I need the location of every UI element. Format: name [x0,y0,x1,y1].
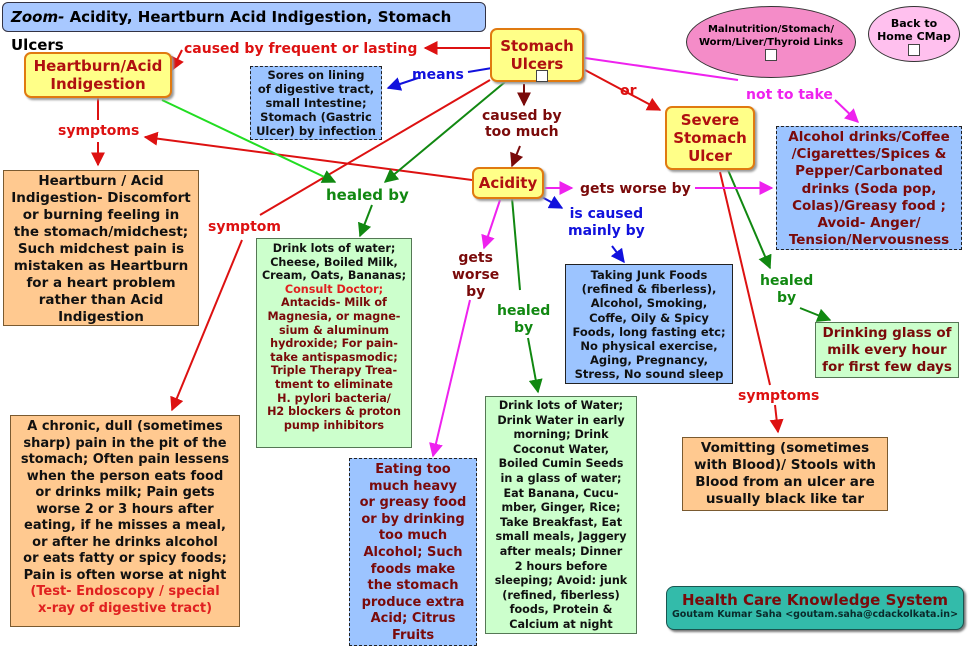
zoom-label: Zoom- [11,8,65,26]
label-means: means [412,67,464,83]
label-symptoms-left: symptoms [58,123,140,139]
label-caused-by-frequent: caused by frequent or lasting [184,41,418,57]
node-vomit[interactable]: Vomitting (sometimes with Blood)/ Stools… [682,437,888,511]
label-healed-by-severe: healed by [760,273,814,306]
back-home-label: Back to Home CMap [877,17,951,43]
label-symptom: symptom [208,219,281,235]
node-severe-ulcer[interactable]: Severe Stomach Ulcer [665,106,755,170]
image-icon [536,70,548,82]
title-text: Acidity, Heartburn Acid Indigestion, Sto… [11,8,452,54]
footer-author: Goutam Kumar Saha <goutam.saha@cdackolka… [671,609,959,620]
concept-map-icon [765,49,777,61]
endoscopy-test: (Test- Endoscopy / special x-ray of dige… [30,584,220,616]
node-acidity[interactable]: Acidity [472,167,544,199]
label-caused-by-too-much: caused by too much [482,108,562,140]
footer-title: Health Care Knowledge System [681,591,949,609]
links-cmap-label: Malnutrition/Stomach/ Worm/Liver/Thyroid… [698,24,844,48]
node-avoid[interactable]: Alcohol drinks/Coffee /Cigarettes/Spices… [776,126,962,250]
node-water-remedies[interactable]: Drink lots of Water; Drink Water in earl… [485,396,637,634]
links-cmap-button[interactable]: Malnutrition/Stomach/ Worm/Liver/Thyroid… [686,6,856,78]
node-junk-causes[interactable]: Taking Junk Foods (refined & fiberless),… [565,264,733,384]
label-not-to-take: not to take [746,87,833,103]
node-heartburn[interactable]: Heartburn/Acid Indigestion [24,52,172,98]
label-healed-by-acidity: healed by [497,303,551,336]
node-stomach-ulcers[interactable]: Stomach Ulcers [490,28,584,82]
label-gets-worse-by-right: gets worse by [580,181,691,197]
label-or: or [620,83,637,99]
node-sores[interactable]: Sores on lining of digestive tract, smal… [250,66,382,140]
node-heavy-food[interactable]: Eating too much heavy or greasy food or … [349,458,477,646]
page-title: Zoom- Acidity, Heartburn Acid Indigestio… [2,2,486,54]
label-is-caused-mainly-by: is caused mainly by [568,206,645,239]
label-symptoms-severe: symptoms [738,388,820,404]
concept-map-icon [908,44,920,56]
node-chronic-pain[interactable]: A chronic, dull (sometimes sharp) pain i… [10,415,240,627]
consult-doctor: Consult Doctor; [284,282,384,296]
node-remedies-ulcer[interactable]: Drink lots of water; Cheese, Boiled Milk… [256,238,412,448]
node-milk[interactable]: Drinking glass of milk every hour for fi… [815,322,959,378]
footer-box: Health Care Knowledge System Goutam Kuma… [666,586,964,630]
back-home-button[interactable]: Back to Home CMap [868,6,960,62]
label-healed-by-main: healed by [326,186,409,204]
node-heartburn-desc[interactable]: Heartburn / Acid Indigestion- Discomfort… [3,170,199,326]
label-gets-worse-by-down: gets worse by [452,250,500,300]
